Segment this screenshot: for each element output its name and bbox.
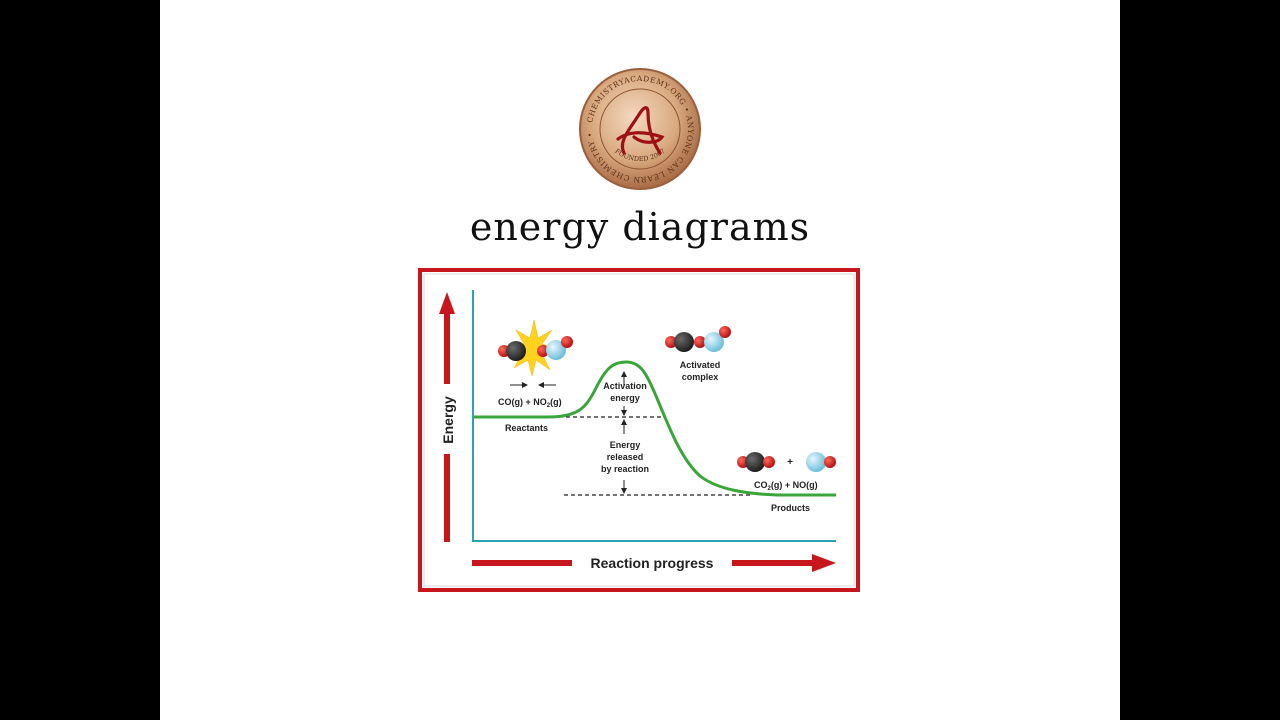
progress-arrow-head xyxy=(812,554,836,572)
activation-energy-label-2: energy xyxy=(610,393,640,403)
x-axis-label: Reaction progress xyxy=(591,555,714,571)
reactant-nitrogen-atom xyxy=(546,340,566,360)
slide: CHEMISTRYACADEMY.ORG • ANYONE CAN LEARN … xyxy=(160,0,1120,720)
collision-flash xyxy=(505,319,561,377)
activated-complex-molecule xyxy=(665,326,731,352)
logo-monogram xyxy=(616,106,665,155)
energy-released-label-3: by reaction xyxy=(601,464,649,474)
products-label: Products xyxy=(771,503,810,513)
reactant-carbon-atom xyxy=(506,341,526,361)
energy-arrow-upper xyxy=(444,314,450,384)
reactants-formula: CO(g) + NO2(g) xyxy=(498,397,562,409)
energy-released-label-2: released xyxy=(607,452,644,462)
products-molecules xyxy=(737,452,836,472)
activation-energy-label-1: Activation xyxy=(603,381,647,391)
chemistry-academy-logo: CHEMISTRYACADEMY.ORG • ANYONE CAN LEARN … xyxy=(579,68,701,190)
activated-complex-label-1: Activated xyxy=(680,360,721,370)
products-formula: CO2(g) + NO(g) xyxy=(754,480,818,492)
y-axis-label: Energy xyxy=(440,396,456,444)
progress-arrow-right xyxy=(732,560,814,566)
page-title: energy diagrams xyxy=(469,205,811,249)
energy-diagram: Energy Reaction progress Activation ener… xyxy=(418,268,860,592)
energy-arrow-lower xyxy=(444,454,450,542)
reactants-label: Reactants xyxy=(505,423,548,433)
energy-curve xyxy=(474,360,836,497)
progress-arrow-left xyxy=(472,560,572,566)
energy-arrow-head xyxy=(439,292,455,314)
reactant-no2-oxygen-1 xyxy=(537,345,549,357)
products-plus: + xyxy=(787,457,793,468)
diagram-frame xyxy=(418,268,860,592)
energy-released-label-1: Energy xyxy=(610,440,641,450)
reactant-no2-oxygen-2 xyxy=(561,336,573,348)
activated-complex-label-2: complex xyxy=(682,372,719,382)
reactants-molecules xyxy=(498,319,573,377)
